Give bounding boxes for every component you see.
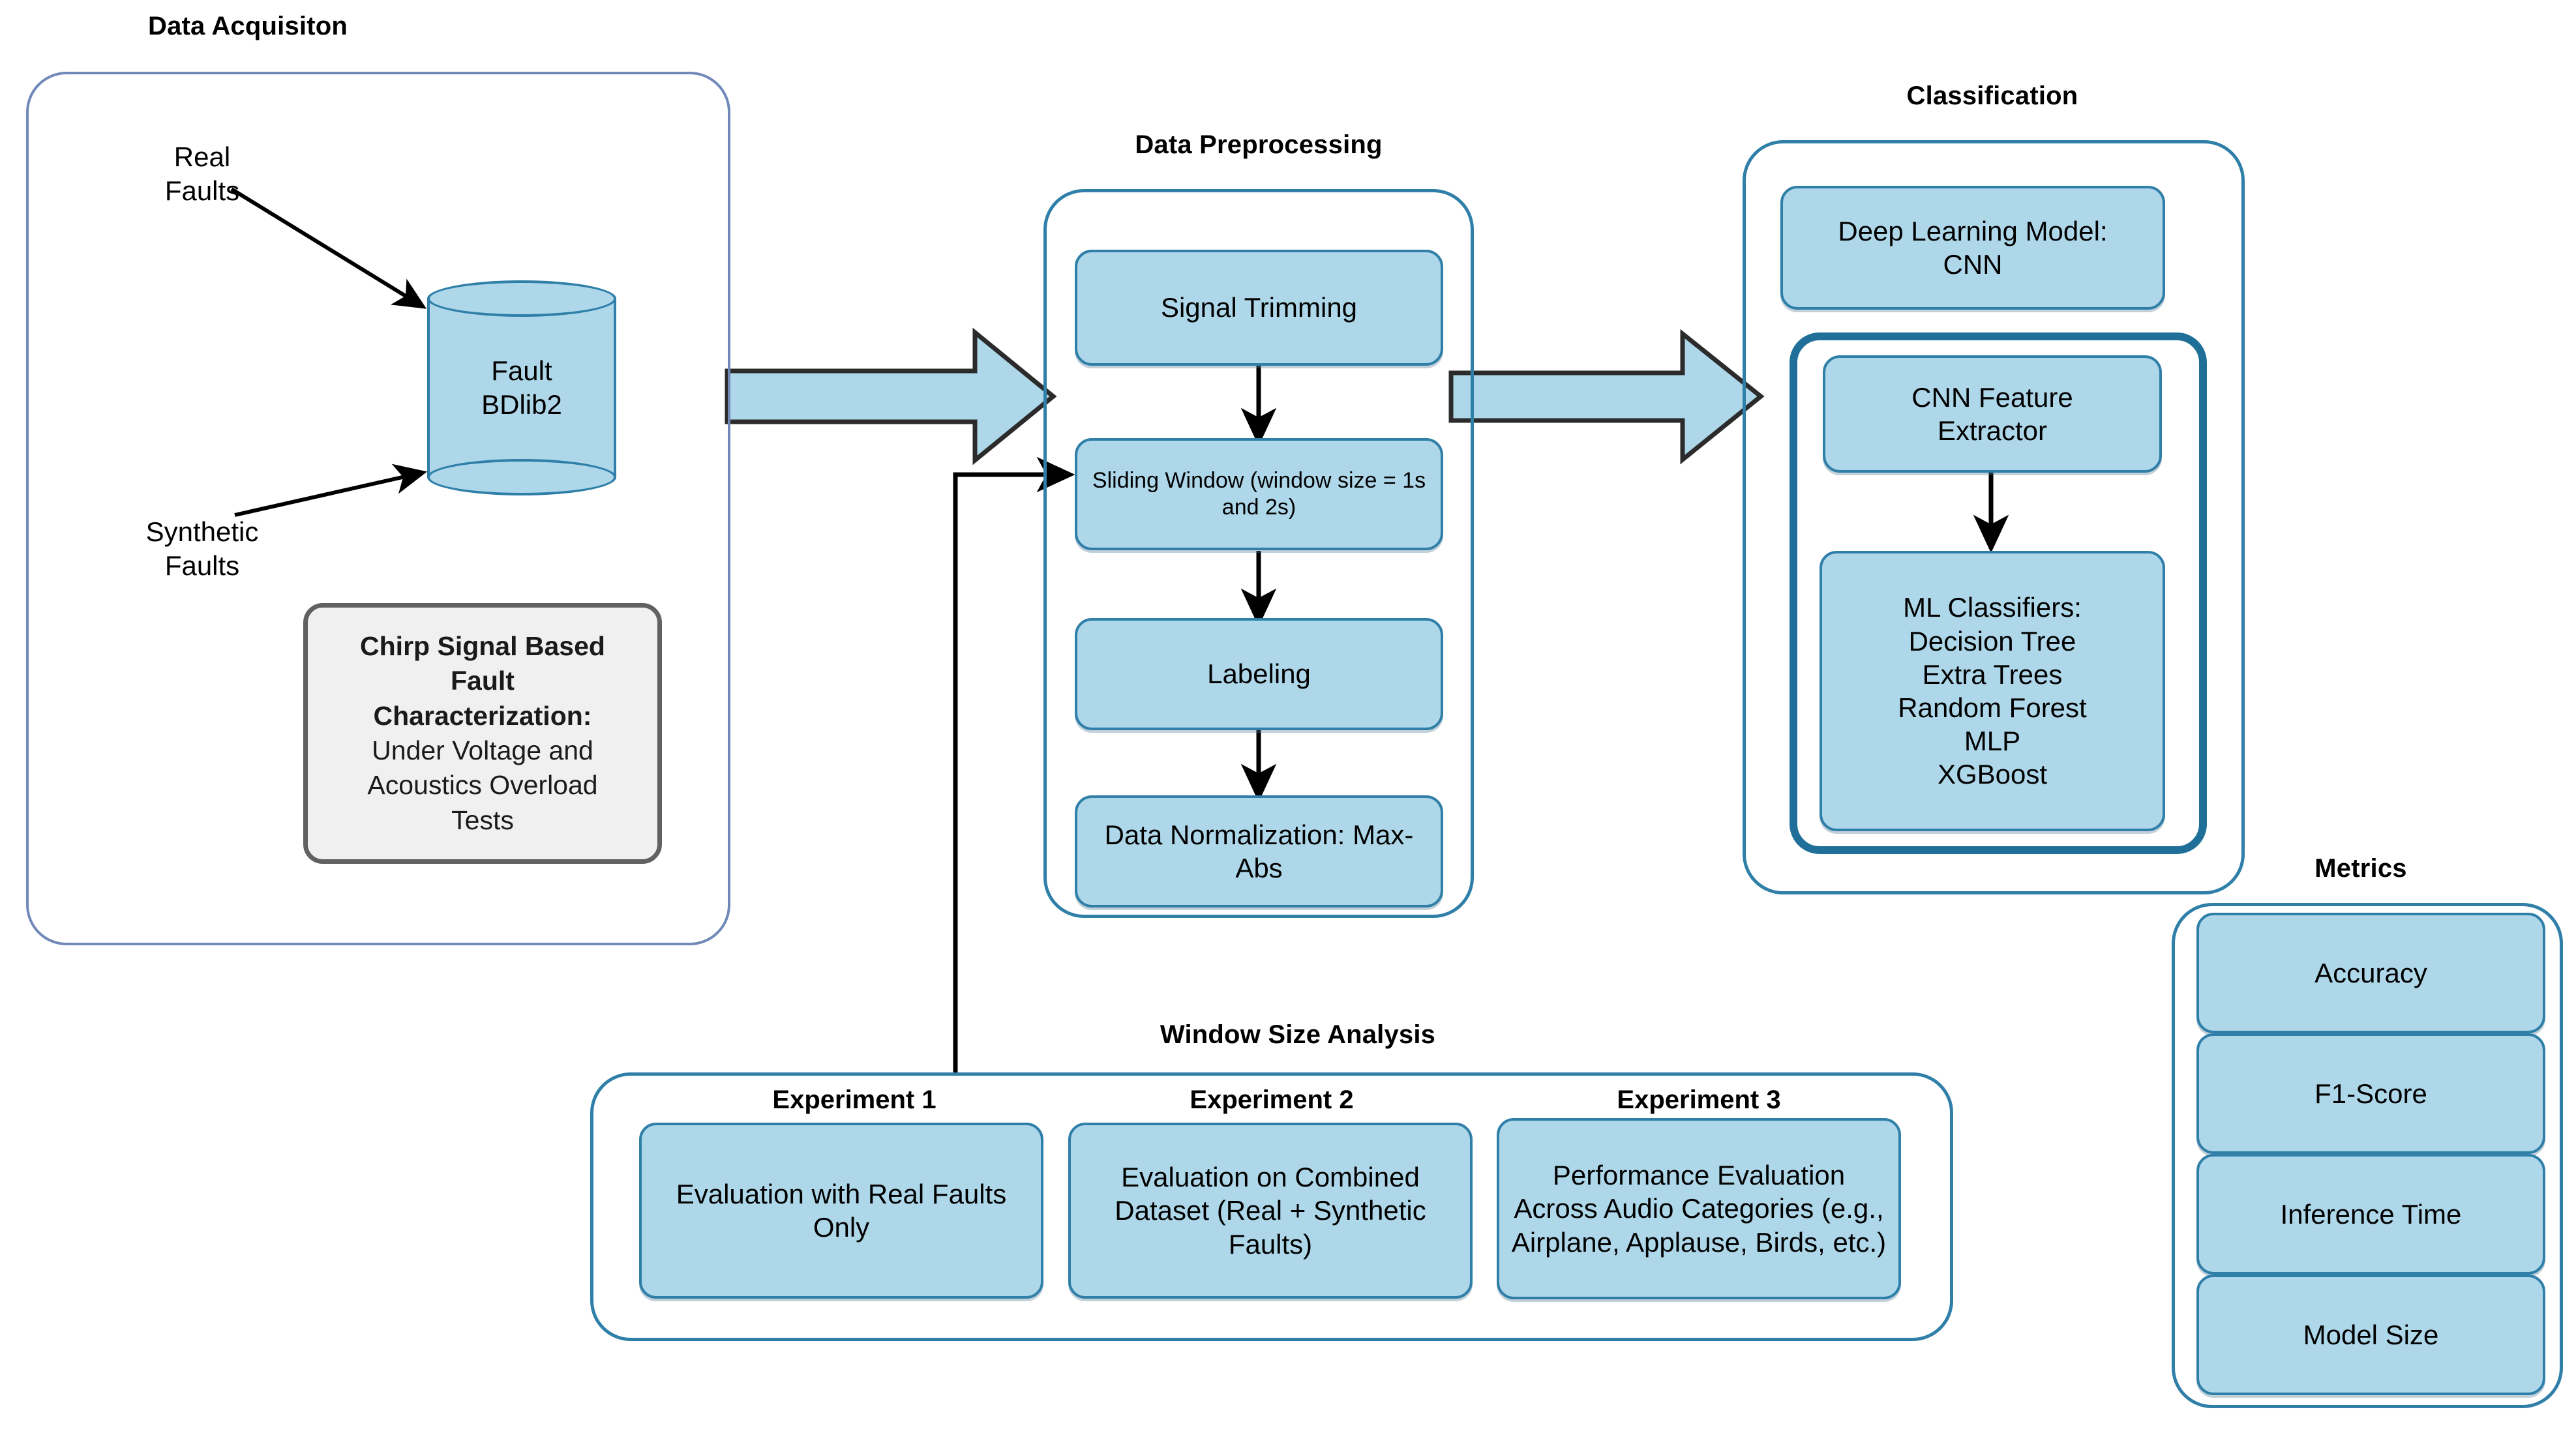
chirp-bold-line-2: Fault — [451, 666, 515, 696]
node-labeling[interactable]: Labeling — [1075, 618, 1443, 730]
classification-container — [1743, 140, 2245, 894]
chirp-line-5: Acoustics Overload — [367, 770, 598, 801]
node-deep-learning-model[interactable]: Deep Learning Model: CNN — [1780, 186, 2165, 310]
data-preprocessing-title: Data Preprocessing — [1135, 130, 1383, 159]
chirp-characterization-box: Chirp Signal Based Fault Characterizatio… — [303, 603, 662, 864]
data-preprocessing-container — [1043, 189, 1474, 918]
cylinder-body — [427, 299, 616, 477]
experiment-2-label: Experiment 2 — [1190, 1085, 1354, 1114]
node-metric-model-size[interactable]: Model Size — [2196, 1275, 2545, 1395]
window-size-analysis-title: Window Size Analysis — [1160, 1020, 1436, 1049]
data-acquisition-title: Data Acquisiton — [148, 12, 348, 40]
experiment-3-label: Experiment 3 — [1617, 1085, 1781, 1114]
node-sliding-window[interactable]: Sliding Window (window size = 1s and 2s) — [1075, 438, 1443, 550]
window-size-analysis-container — [590, 1072, 1953, 1341]
synthetic-faults-label: Synthetic Faults — [145, 516, 259, 582]
chirp-line-4: Under Voltage and — [372, 735, 593, 765]
fault-database-label: Fault BDlib2 — [481, 355, 562, 420]
cylinder-bottom-ellipse — [427, 459, 616, 495]
metrics-container — [2172, 903, 2563, 1408]
chirp-bold-line-1: Chirp Signal Based — [360, 631, 605, 662]
classification-title: Classification — [1906, 81, 2078, 110]
node-metric-f1-score[interactable]: F1-Score — [2196, 1033, 2545, 1154]
node-experiment-3[interactable]: Performance Evaluation Across Audio Cate… — [1497, 1118, 1901, 1299]
chirp-line-6: Tests — [451, 804, 514, 835]
ml-branch-highlight-ring — [1790, 332, 2207, 854]
fault-database-cylinder: Fault BDlib2 — [427, 280, 616, 495]
cylinder-top-ellipse — [427, 280, 616, 317]
node-metric-inference-time[interactable]: Inference Time — [2196, 1154, 2545, 1275]
node-metric-accuracy[interactable]: Accuracy — [2196, 913, 2545, 1033]
node-ml-classifiers[interactable]: ML Classifiers: Decision Tree Extra Tree… — [1820, 551, 2165, 831]
node-experiment-1[interactable]: Evaluation with Real Faults Only — [639, 1123, 1043, 1299]
real-faults-label: Real Faults — [164, 141, 240, 207]
node-experiment-2[interactable]: Evaluation on Combined Dataset (Real + S… — [1068, 1123, 1473, 1299]
node-signal-trimming[interactable]: Signal Trimming — [1075, 250, 1443, 366]
node-cnn-feature-extractor[interactable]: CNN Feature Extractor — [1823, 355, 2162, 473]
data-acquisition-container — [26, 72, 730, 945]
experiment-1-label: Experiment 1 — [772, 1085, 936, 1114]
node-data-normalization[interactable]: Data Normalization: Max-Abs — [1075, 795, 1443, 907]
block-arrow-preprocessing-to-classification — [1448, 329, 1765, 465]
metrics-title: Metrics — [2314, 854, 2407, 883]
chirp-bold-line-3: Characterization: — [373, 700, 592, 731]
block-arrow-acquisition-to-preprocessing — [725, 327, 1057, 465]
